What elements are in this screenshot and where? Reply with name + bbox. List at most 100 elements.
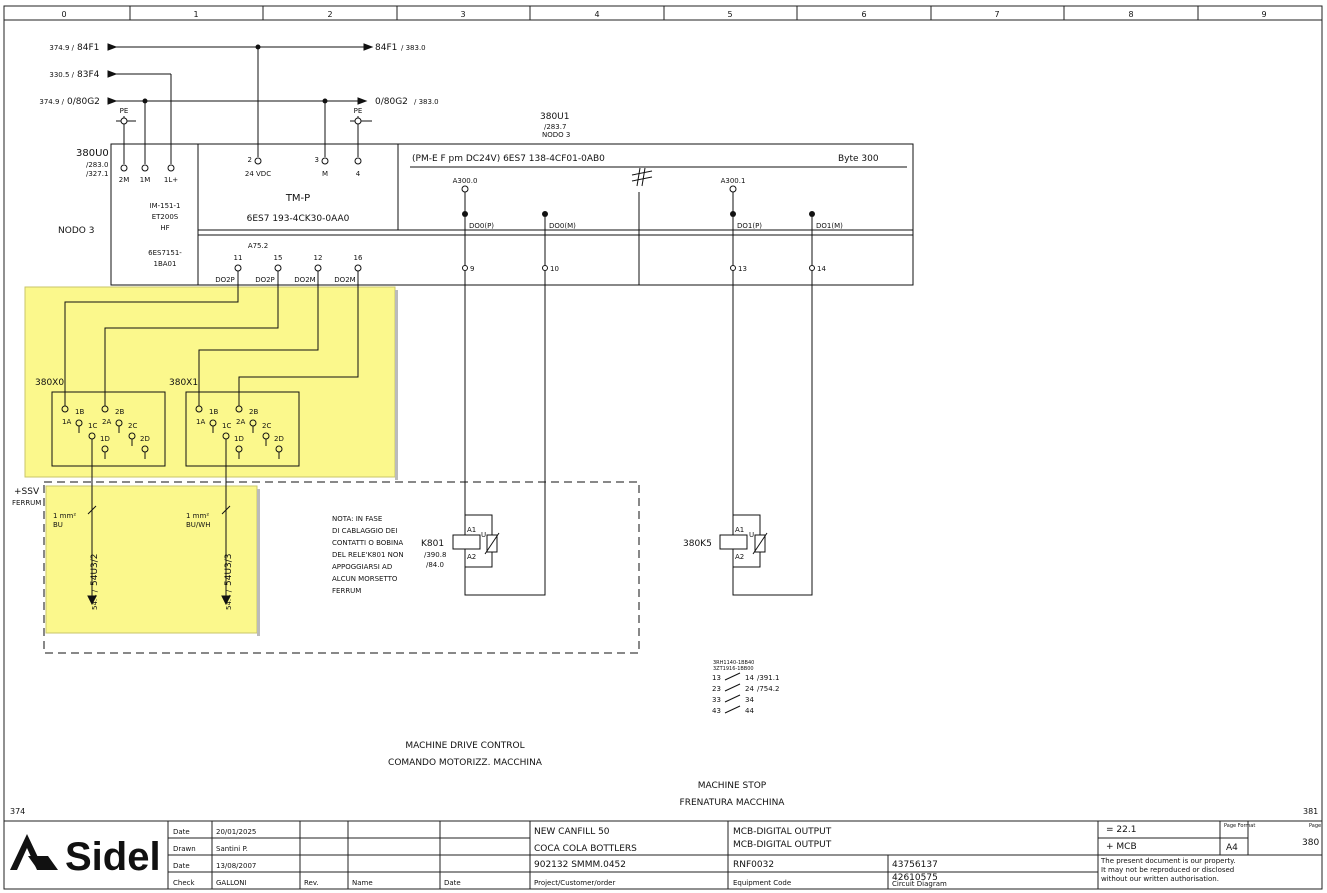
module-model: ET200S bbox=[152, 213, 179, 221]
column-number: 1 bbox=[193, 10, 198, 19]
tb-location: + MCB bbox=[1106, 842, 1137, 852]
module-model: IM-151-1 bbox=[150, 202, 181, 210]
tb-label: Name bbox=[352, 879, 373, 887]
column-number: 4 bbox=[594, 10, 599, 19]
ssv-title: +SSV bbox=[14, 487, 40, 497]
note-line: DI CABLAGGIO DEI bbox=[332, 527, 397, 535]
cable-color: BU/WH bbox=[186, 521, 210, 529]
pin-label: 1C bbox=[222, 422, 231, 430]
wire-labels: 374.9 / 84F1 330.5 / 83F4 374.9 / 0/80G2… bbox=[39, 43, 438, 107]
node-label: NODO 3 bbox=[58, 226, 94, 236]
terminal-number: 16 bbox=[354, 254, 363, 262]
module-380u1: 380U1 /283.7 NODO 3 (PM-E F pm DC24V) 6E… bbox=[412, 112, 879, 273]
address-label: A300.1 bbox=[721, 177, 746, 185]
column-number: 0 bbox=[61, 10, 66, 19]
output-label: DO1(P) bbox=[737, 222, 762, 230]
terminal-label: 2M bbox=[119, 176, 130, 184]
tb-label: Page Format bbox=[1224, 823, 1255, 829]
terminal-label: DO2P bbox=[255, 276, 275, 284]
next-page[interactable]: 381 bbox=[1303, 807, 1318, 816]
note-line: CONTATTI O BOBINA bbox=[332, 539, 403, 547]
terminal-label: M bbox=[322, 170, 328, 178]
sidel-logo: Sidel bbox=[10, 834, 161, 879]
module-id: 380U1 bbox=[540, 112, 570, 122]
pin-label: 1A bbox=[62, 418, 71, 426]
shadow bbox=[395, 290, 398, 480]
module-code: 6ES7151- bbox=[148, 249, 182, 257]
terminal-label: 1M bbox=[140, 176, 151, 184]
terminal-number: 2 bbox=[248, 156, 252, 164]
contact-number: 34 bbox=[745, 696, 754, 704]
pin-label: 1D bbox=[234, 435, 244, 443]
contact-number: 44 bbox=[745, 707, 754, 715]
contact-model: 3ZT1916-1BB00 bbox=[713, 666, 754, 672]
coil-marker: U bbox=[481, 531, 486, 539]
tb-label: Rev. bbox=[304, 879, 319, 887]
coil-terminal: A2 bbox=[735, 553, 744, 561]
byte-label: Byte 300 bbox=[838, 154, 879, 164]
tb-value: Santini P. bbox=[216, 845, 248, 853]
wire-label: 84F1 bbox=[375, 43, 397, 53]
destination-label: 54U3/3 bbox=[224, 553, 234, 586]
column-number: 6 bbox=[861, 10, 866, 19]
pin-label: 1A bbox=[196, 418, 205, 426]
wire-label: 84F1 bbox=[77, 43, 99, 53]
contact-number: 14 bbox=[745, 674, 754, 682]
cable-size: 1 mm² bbox=[186, 512, 209, 520]
module-code: 1BA01 bbox=[154, 260, 177, 268]
tb-format: A4 bbox=[1226, 843, 1238, 853]
terminal-number: 13 bbox=[738, 265, 747, 273]
contact-number: 33 bbox=[712, 696, 721, 704]
contact-ref: /754.2 bbox=[757, 685, 779, 693]
tb-label: Drawn bbox=[173, 845, 196, 853]
output-label: DO0(P) bbox=[469, 222, 494, 230]
module-frames bbox=[110, 143, 914, 286]
module-ref: /283.0 bbox=[86, 161, 108, 169]
contact-ref: /391.1 bbox=[757, 674, 779, 682]
terminal-number: 12 bbox=[314, 254, 323, 262]
terminal-label: 24 VDC bbox=[245, 170, 271, 178]
tb-description: MCB-DIGITAL OUTPUT bbox=[733, 840, 832, 850]
relay-ref: /84.0 bbox=[426, 561, 444, 569]
column-number: 8 bbox=[1128, 10, 1133, 19]
tb-project: NEW CANFILL 50 bbox=[534, 827, 610, 837]
relay-id: 380K5 bbox=[683, 539, 712, 549]
wiring-note: NOTA: IN FASE DI CABLAGGIO DEI CONTATTI … bbox=[332, 515, 404, 595]
terminal-number: 15 bbox=[274, 254, 283, 262]
contact-table: 3RH1140-1BB40 3ZT1916-1BB00 13 14 /391.1… bbox=[712, 660, 779, 715]
tb-label: Circuit Diagram bbox=[892, 880, 947, 888]
ssv-enclosure bbox=[43, 481, 640, 654]
connector-id: 380X1 bbox=[169, 378, 198, 388]
module-ref: /283.7 bbox=[544, 123, 566, 131]
outgoing-wires bbox=[87, 439, 231, 606]
pe-terminals bbox=[116, 116, 372, 164]
module-model: HF bbox=[160, 224, 169, 232]
pin-label: 1D bbox=[100, 435, 110, 443]
tb-disclaimer: without our written authorisation. bbox=[1101, 875, 1219, 883]
address-label: A75.2 bbox=[248, 242, 268, 250]
column-number: 3 bbox=[460, 10, 465, 19]
contact-number: 13 bbox=[712, 674, 721, 682]
pe-label: PE bbox=[354, 107, 363, 115]
module-id: 380U0 bbox=[76, 148, 109, 159]
contact-number: 43 bbox=[712, 707, 721, 715]
pe-label: PE bbox=[120, 107, 129, 115]
terminal-label: DO2P bbox=[215, 276, 235, 284]
note-line: APPOGGIARSI AD bbox=[332, 563, 392, 571]
tb-equipment: RNF0032 bbox=[733, 860, 774, 870]
pin-label: 2B bbox=[249, 408, 258, 416]
wire-label: 0/80G2 bbox=[375, 97, 408, 107]
output-label: DO1(M) bbox=[816, 222, 843, 230]
supply-wires bbox=[107, 43, 374, 164]
module-380u0: 380U0 /283.0 /327.1 NODO 3 2M 1M 1L+ IM-… bbox=[58, 148, 182, 268]
pin-label: 2D bbox=[140, 435, 150, 443]
wire-ref: 374.9 / bbox=[49, 44, 74, 52]
cable-size: 1 mm² bbox=[53, 512, 76, 520]
relay-wiring bbox=[464, 217, 813, 596]
connector-id: 380X0 bbox=[35, 378, 64, 388]
tb-number: 42610575 bbox=[892, 873, 938, 883]
tb-label: Date bbox=[444, 879, 461, 887]
previous-page[interactable]: 374 bbox=[10, 807, 25, 816]
terminal-label: 1L+ bbox=[164, 176, 178, 184]
